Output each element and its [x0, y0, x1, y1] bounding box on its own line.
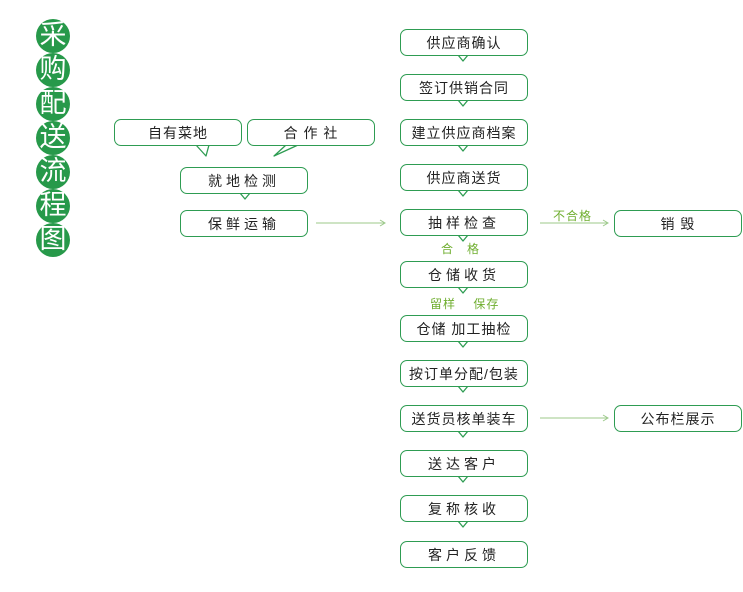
- title-char: 图: [36, 223, 70, 257]
- node-supplier-confirm: 供应商确认: [400, 29, 528, 56]
- diagram-title: 采 购 配 送 流 程 图: [36, 19, 72, 257]
- title-char: 购: [36, 53, 70, 87]
- title-char: 程: [36, 189, 70, 223]
- arrowhead: [602, 219, 609, 227]
- arrowhead: [379, 219, 386, 227]
- source-own-farm: 自有菜地: [114, 119, 242, 146]
- bubble-tail: [195, 144, 210, 157]
- node-processing-check: 仓储 加工抽检: [400, 315, 528, 342]
- node-destroy: 销 毁: [614, 210, 742, 237]
- node-driver-loading: 送货员核单装车: [400, 405, 528, 432]
- label-pass: 合 格: [441, 242, 481, 256]
- label-sample-storage: 留样 保存: [430, 297, 500, 311]
- node-onsite-inspection: 就地检测: [180, 167, 308, 194]
- node-bulletin-display: 公布栏展示: [614, 405, 742, 432]
- node-supplier-archive: 建立供应商档案: [400, 119, 528, 146]
- title-char: 采: [36, 19, 70, 53]
- node-sampling-check: 抽样检查: [400, 209, 528, 236]
- node-warehouse-receive: 仓储收货: [400, 261, 528, 288]
- node-customer-feedback: 客户反馈: [400, 541, 528, 568]
- node-deliver-customer: 送达客户: [400, 450, 528, 477]
- arrowhead: [602, 414, 609, 422]
- node-supplier-delivery: 供应商送货: [400, 164, 528, 191]
- label-fail: 不合格: [553, 209, 593, 223]
- node-reweigh-accept: 复称核收: [400, 495, 528, 522]
- bubble-tail: [273, 144, 299, 157]
- title-char: 流: [36, 155, 70, 189]
- source-cooperative: 合 作 社: [247, 119, 375, 146]
- node-order-packing: 按订单分配/包装: [400, 360, 528, 387]
- node-fresh-transport: 保鲜运输: [180, 210, 308, 237]
- title-char: 送: [36, 121, 70, 155]
- title-char: 配: [36, 87, 70, 121]
- node-sign-contract: 签订供销合同: [400, 74, 528, 101]
